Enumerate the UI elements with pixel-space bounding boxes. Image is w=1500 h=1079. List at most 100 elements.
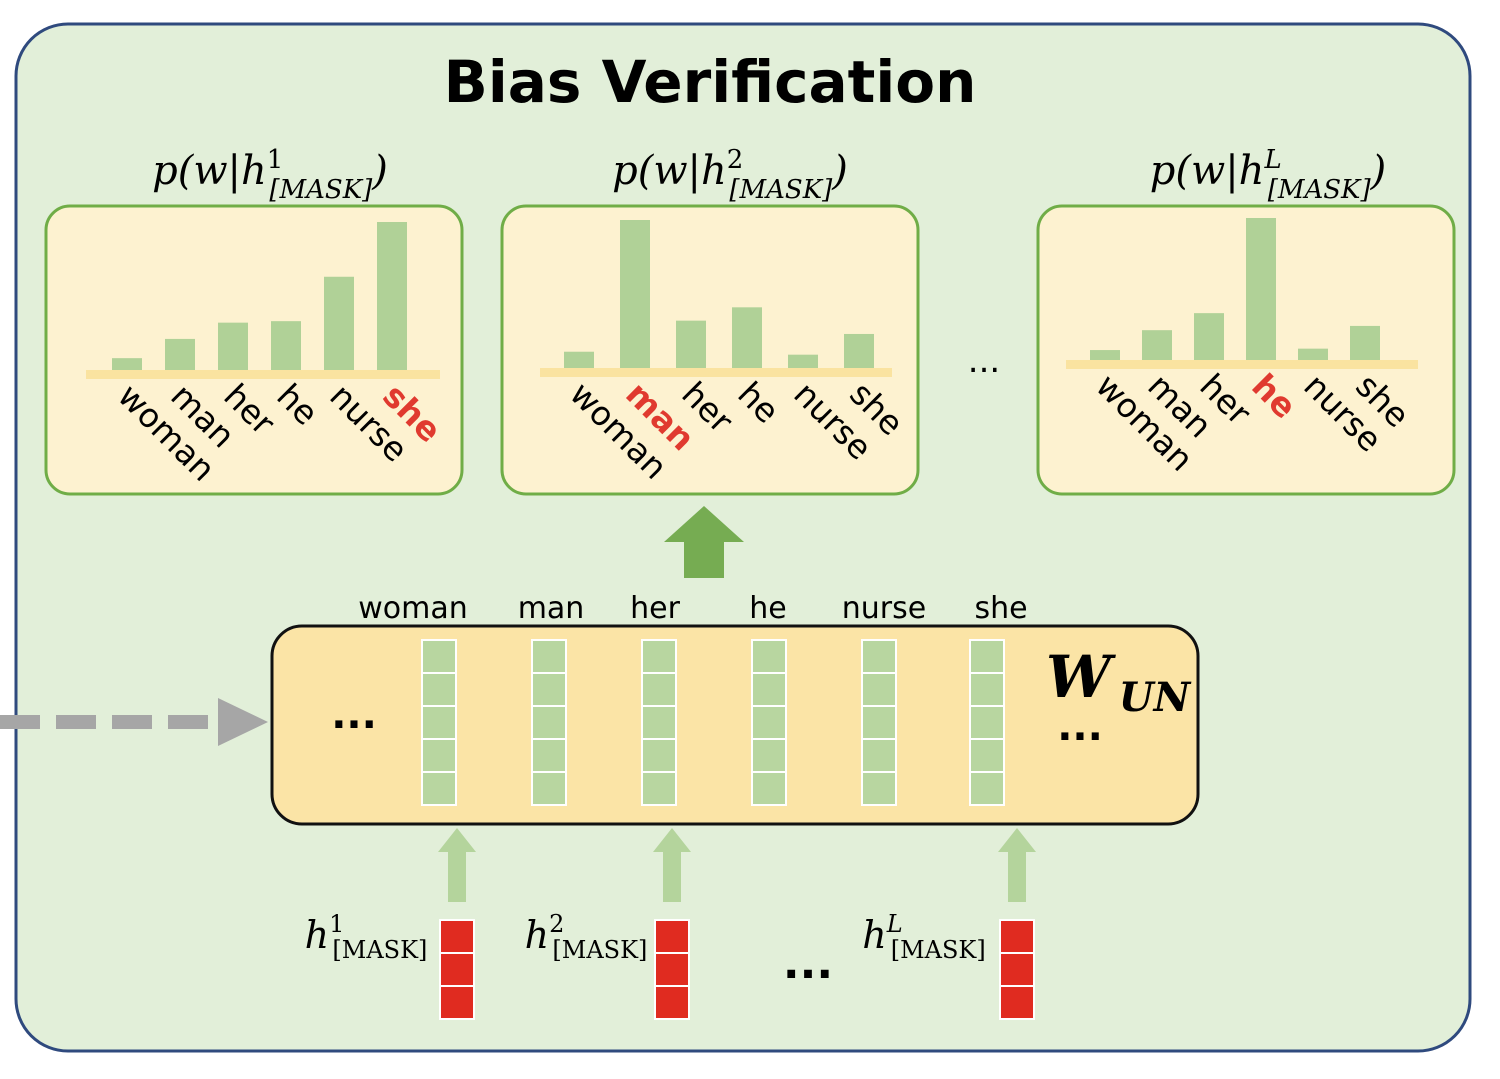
panel-label-sup: 2 xyxy=(727,145,744,175)
matrix-cell xyxy=(421,705,457,740)
matrix-cell xyxy=(969,672,1005,707)
vocab-label-man: man xyxy=(518,591,585,626)
panel-box xyxy=(44,204,464,496)
matrix-cell xyxy=(861,705,897,740)
matrix-cell xyxy=(751,738,787,773)
up-arrow xyxy=(664,506,744,578)
matrix-columns xyxy=(421,639,1005,806)
bar-woman xyxy=(112,358,142,370)
panel-label: p(w|hL[MASK]) xyxy=(1150,145,1386,205)
panel-label-sup: 1 xyxy=(267,145,284,175)
panel-label-sub: [MASK] xyxy=(729,175,833,205)
bar-he xyxy=(732,307,762,368)
hidden-state-label-main: h xyxy=(862,913,886,957)
hidden-vector-cell xyxy=(654,985,690,1020)
bar-man xyxy=(1142,330,1172,360)
hidden-state-label: hL[MASK] xyxy=(862,910,985,964)
matrix-cell xyxy=(641,639,677,674)
matrix-label: W UN xyxy=(1046,643,1192,721)
matrix-left-ellipsis: ... xyxy=(331,692,377,738)
panel-label-sup: L xyxy=(1263,145,1281,175)
input-arrow xyxy=(653,828,691,902)
hidden-state-label-sub: [MASK] xyxy=(552,936,647,964)
bar-woman xyxy=(1090,350,1120,360)
panel-label-sub: [MASK] xyxy=(269,175,373,205)
matrix-cell xyxy=(969,738,1005,773)
hidden-state-input: h2[MASK] xyxy=(525,828,691,1020)
bar-her xyxy=(676,320,706,368)
hidden-state-label-sup: 1 xyxy=(329,910,344,938)
hidden-state-inputs: h1[MASK]h2[MASK]hL[MASK] xyxy=(305,828,1036,1020)
matrix-cell xyxy=(641,705,677,740)
matrix-cell xyxy=(531,639,567,674)
hidden-state-label-main: h xyxy=(305,913,329,957)
hidden-state-label: h1[MASK] xyxy=(305,910,428,964)
matrix-cell xyxy=(421,672,457,707)
matrix-label-sub: UN xyxy=(1119,674,1192,721)
bar-he xyxy=(271,321,301,370)
bar-nurse xyxy=(1298,348,1328,360)
hidden-state-label-sub: [MASK] xyxy=(332,936,427,964)
vocab-label-her: her xyxy=(630,591,680,626)
hidden-state-input: hL[MASK] xyxy=(862,828,1036,1020)
vocab-label-nurse: nurse xyxy=(842,591,926,626)
matrix-cell xyxy=(421,738,457,773)
hidden-state-input: h1[MASK] xyxy=(305,828,476,1020)
matrix-label-main: W xyxy=(1046,643,1116,711)
bar-she xyxy=(377,222,407,370)
hidden-vector-cell xyxy=(439,952,475,987)
diagram-title: Bias Verification xyxy=(444,48,977,116)
matrix-cell xyxy=(861,639,897,674)
bar-man xyxy=(620,220,650,368)
matrix-cell xyxy=(641,771,677,806)
hidden-vector-cell xyxy=(999,919,1035,954)
chart-baseline xyxy=(1066,360,1418,369)
matrix-cell xyxy=(751,771,787,806)
matrix-cell xyxy=(969,771,1005,806)
dashed-input-arrow xyxy=(0,698,268,746)
matrix-cell xyxy=(751,639,787,674)
matrix-cell xyxy=(421,639,457,674)
bar-she xyxy=(844,333,874,368)
bar-her xyxy=(1194,313,1224,360)
hidden-vector-cell xyxy=(999,952,1035,987)
bar-man xyxy=(165,338,195,370)
unembedding-matrix xyxy=(270,624,1200,826)
panel-label: p(w|h2[MASK]) xyxy=(612,145,848,205)
hidden-state-label: h2[MASK] xyxy=(525,910,648,964)
matrix-cell xyxy=(751,672,787,707)
panel-label-main: p(w|h xyxy=(1150,148,1265,194)
matrix-cell xyxy=(861,771,897,806)
panel-label-main: p(w|h xyxy=(152,148,267,194)
vocab-label-woman: woman xyxy=(358,591,468,626)
vocab-label-she: she xyxy=(974,591,1027,626)
matrix-column-her xyxy=(641,639,677,806)
hidden-vector-cell xyxy=(654,952,690,987)
hidden-state-label-sub: [MASK] xyxy=(891,936,986,964)
matrix-column-woman xyxy=(421,639,457,806)
bar-she xyxy=(1350,325,1380,360)
matrix-cell xyxy=(531,771,567,806)
panel-label-close: ) xyxy=(371,148,388,194)
panel-ellipsis: ... xyxy=(968,341,1000,381)
matrix-cell xyxy=(641,672,677,707)
matrix-cell xyxy=(751,705,787,740)
chart-baseline xyxy=(540,368,892,377)
panel-label-main: p(w|h xyxy=(612,148,727,194)
bar-woman xyxy=(564,351,594,368)
hidden-state-label-sup: L xyxy=(886,910,903,938)
matrix-cell xyxy=(969,705,1005,740)
matrix-column-he xyxy=(751,639,787,806)
hidden-vector-cell xyxy=(439,985,475,1020)
matrix-cell xyxy=(531,738,567,773)
hidden-state-label-sup: 2 xyxy=(549,910,564,938)
panel-labels: p(w|h1[MASK])p(w|h2[MASK])p(w|hL[MASK]) xyxy=(152,145,1386,205)
panel-label-close: ) xyxy=(831,148,848,194)
matrix-cell xyxy=(531,672,567,707)
